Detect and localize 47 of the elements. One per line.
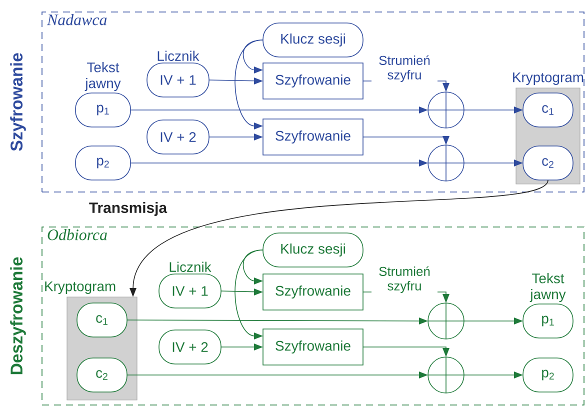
arrow [126, 318, 428, 324]
node-label: Kryptogram [45, 282, 116, 294]
rounded-box: p$_{2}$ [522, 358, 574, 392]
node-caption: Tekst jawny [84, 62, 121, 91]
arrow [234, 250, 264, 340]
process-box: Szyfrowanie [262, 328, 364, 366]
xor-symbol [428, 144, 464, 182]
arrow [126, 372, 428, 378]
xor-symbol [428, 356, 464, 394]
arrow [464, 160, 523, 166]
arrow [220, 288, 263, 296]
rounded-box: Klucz sesji [262, 22, 364, 58]
arrow [208, 134, 263, 140]
rounded-box: p$_{2}$ [75, 146, 131, 180]
arrow [234, 40, 264, 130]
side-label: Szyfrowanie [10, 53, 26, 151]
arrow [464, 106, 523, 114]
rounded-box: IV + 1 [146, 62, 210, 98]
arrow [242, 250, 264, 284]
arrow [130, 160, 428, 166]
node-label: Kryptogram [513, 72, 584, 85]
rounded-box: IV + 2 [146, 120, 210, 154]
arrow [464, 318, 523, 324]
rounded-box: p$_{1}$ [75, 92, 131, 128]
arrow [362, 346, 450, 357]
arrow [130, 106, 428, 114]
arrow [208, 78, 263, 84]
node-caption: Licznik [170, 262, 212, 272]
rounded-box: IV + 2 [158, 330, 222, 364]
arrow [464, 372, 523, 378]
node-caption: Tekst jawny [530, 273, 566, 302]
process-box: Szyfrowanie [262, 274, 364, 310]
side-label: Transmisja [89, 202, 168, 216]
rounded-box: p$_{1}$ [522, 304, 574, 338]
arrow [242, 40, 264, 74]
xor-symbol [428, 302, 464, 340]
rounded-box: Klucz sesji [262, 232, 364, 268]
edge-label: Strumień szyfru [372, 265, 438, 294]
process-box: Szyfrowanie [262, 62, 364, 100]
process-box: Szyfrowanie [262, 118, 364, 156]
xor-symbol [428, 92, 464, 128]
edge-label: Strumień szyfru [372, 54, 438, 83]
arrow [220, 344, 263, 350]
arrow [362, 136, 450, 145]
node-caption: Licznik [158, 50, 200, 61]
side-label: Deszyfrowanie [10, 257, 26, 374]
rounded-box: IV + 1 [158, 274, 222, 308]
